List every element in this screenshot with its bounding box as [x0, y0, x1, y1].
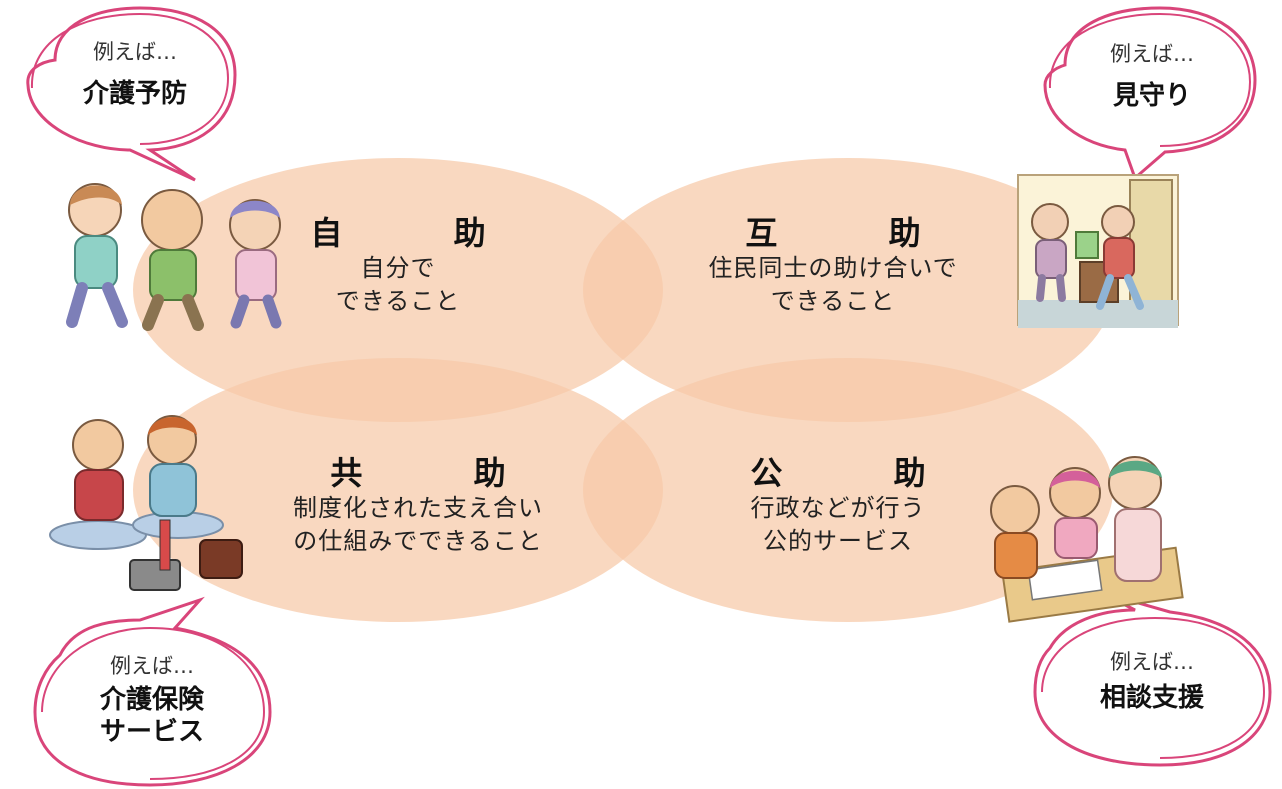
figure-woman-pink-hair	[1049, 467, 1101, 559]
bubble-bottom-left-line-2: サービス	[99, 717, 204, 747]
figure-old-man-green-vest	[141, 189, 204, 331]
quadrant-mutual-title: 互 助	[745, 214, 971, 252]
bubble-top-left	[26, 6, 237, 182]
quadrant-self: 自 助 自分で できること	[268, 214, 528, 318]
figure-caregiver-seated	[147, 415, 197, 517]
bubble-top-right-line-1: 見守り	[1112, 81, 1191, 111]
bubble-bottom-left-prefix: 例えば…	[110, 654, 194, 678]
figure-old-woman-visited	[1031, 203, 1069, 302]
ellipse-group	[133, 158, 1113, 622]
quadrant-shared: 共 助 制度化された支え合い の仕組みでできること	[258, 454, 578, 558]
ellipse-shared	[133, 358, 663, 622]
illustration-care-visit	[49, 415, 243, 591]
illustration-walking-group	[66, 183, 282, 331]
quadrant-public: 公 助 行政などが行う 公的サービス	[708, 454, 968, 558]
bp-monitor-icon	[129, 559, 181, 591]
quadrant-mutual-line-2: できること	[770, 287, 896, 315]
quadrant-shared-line-2: の仕組みでできること	[293, 527, 543, 555]
figure-visitor	[1075, 205, 1144, 310]
bubble-top-left-text: 例えば… 介護予防	[45, 38, 225, 110]
bubble-bottom-left	[33, 596, 272, 787]
bubble-bottom-right-text: 例えば… 相談支援	[1062, 648, 1242, 714]
document	[1027, 559, 1103, 601]
quadrant-public-line-1: 行政などが行う	[750, 494, 926, 522]
bubble-bottom-right-scribble	[1041, 616, 1266, 759]
cushion-left	[49, 520, 147, 550]
quadrant-mutual-line-1: 住民同士の助け合いで	[708, 254, 958, 282]
figure-old-woman-pink	[229, 199, 282, 329]
quadrant-public-title: 公 助	[750, 454, 976, 492]
ellipse-mutual	[583, 158, 1113, 422]
quadrant-self-line-2: できること	[335, 287, 461, 315]
bubble-top-right-scribble	[1048, 12, 1252, 147]
bag-icon	[199, 539, 243, 579]
quadrant-self-line-1: 自分で	[360, 254, 436, 282]
bubble-bottom-right	[1033, 590, 1272, 767]
bubble-bottom-left-line-1: 介護保険	[99, 685, 204, 715]
bubble-bottom-left-outline	[33, 596, 272, 787]
bubble-top-right-prefix: 例えば…	[1110, 42, 1194, 66]
bubble-top-left-line-1: 介護予防	[82, 79, 187, 109]
bubble-bottom-right-prefix: 例えば…	[1110, 650, 1194, 674]
quadrant-self-title: 自 助	[310, 214, 536, 252]
bubble-bottom-right-outline	[1033, 590, 1272, 767]
figure-old-man-seated	[72, 419, 124, 521]
bubble-top-right	[1043, 6, 1257, 181]
figure-old-woman-consult	[990, 485, 1040, 579]
ellipse-public	[583, 358, 1113, 622]
bp-gauge-icon	[159, 519, 171, 571]
figure-counselor	[1108, 456, 1162, 582]
bubble-top-right-text: 例えば… 見守り	[1062, 40, 1242, 112]
bubble-top-left-scribble	[30, 12, 230, 145]
illustration-consultation	[990, 456, 1184, 623]
illustration-door-visit	[1017, 174, 1179, 328]
quadrant-shared-title: 共 助	[330, 454, 556, 492]
bubble-bottom-right-line-1: 相談支援	[1099, 683, 1204, 713]
quadrant-mutual: 互 助 住民同士の助け合いで できること	[668, 214, 998, 318]
bubble-bottom-left-text: 例えば… 介護保険 サービス	[62, 652, 242, 748]
bubble-top-left-prefix: 例えば…	[93, 40, 177, 64]
bubble-bottom-left-scribble	[41, 626, 266, 780]
figure-woman-ponytail	[66, 183, 128, 328]
quadrant-shared-line-1: 制度化された支え合い	[293, 494, 543, 522]
bubble-top-right-outline	[1043, 6, 1257, 181]
quadrant-public-line-2: 公的サービス	[763, 527, 913, 555]
